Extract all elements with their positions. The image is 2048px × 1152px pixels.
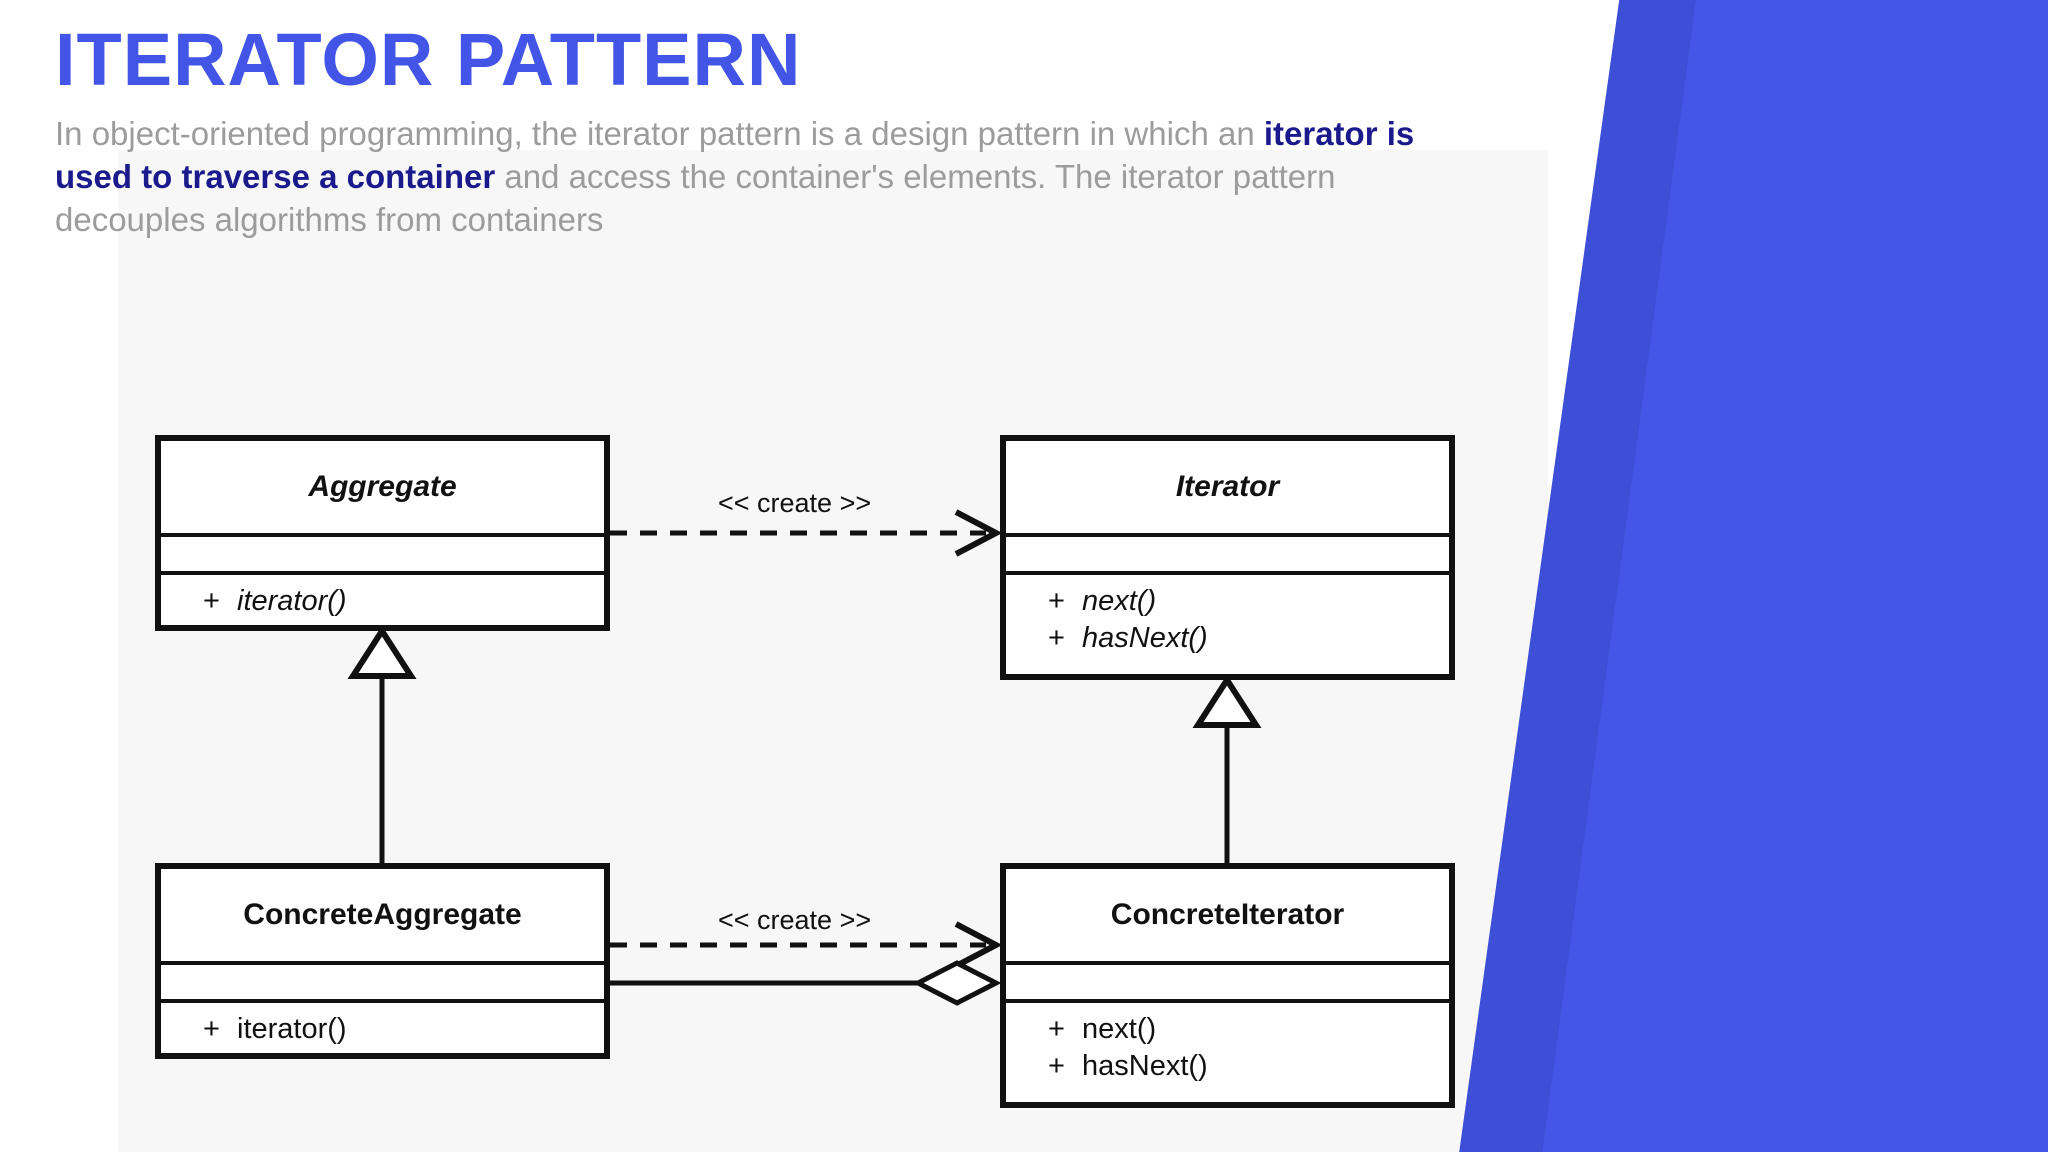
uml-operations-aggregate: + iterator(): [161, 571, 604, 627]
hollow-diamond-icon: [912, 960, 1002, 1006]
visibility-marker: +: [1048, 585, 1065, 617]
paragraph-segment-1: In object-oriented programming, the iter…: [55, 114, 1264, 152]
uml-operation-row: + hasNext(): [1006, 1048, 1449, 1085]
uml-class-name-aggregate: Aggregate: [308, 470, 457, 503]
uml-class-name-iterator: Iterator: [1175, 470, 1280, 503]
uml-class-concrete-aggregate[interactable]: ConcreteAggregate + iterator(): [155, 863, 610, 1059]
uml-operations-concrete-aggregate: + iterator(): [161, 999, 604, 1055]
hollow-triangle-icon-iterator: [1192, 674, 1262, 728]
dependency-label-create-bottom: << create >>: [718, 905, 872, 935]
intro-paragraph: In object-oriented programming, the iter…: [55, 113, 1435, 242]
uml-class-name-concrete-aggregate: ConcreteAggregate: [243, 898, 522, 931]
connector-generalization-aggregate: [347, 625, 417, 863]
open-arrowhead-bottom: [954, 921, 1003, 969]
uml-attributes-concrete-iterator: [1006, 961, 1449, 999]
uml-operation-row: + iterator(): [161, 1011, 604, 1048]
uml-attributes-aggregate: [161, 533, 604, 571]
open-arrowhead-top: [954, 509, 1003, 557]
uml-attributes-concrete-aggregate: [161, 961, 604, 999]
page-title: ITERATOR PATTERN: [55, 18, 802, 101]
dependency-label-create-top: << create >>: [718, 488, 872, 518]
uml-operation-row: + next(): [1006, 1011, 1449, 1048]
paragraph-segment-2: and access the container's elements. The…: [55, 157, 1336, 238]
connector-create-top: [610, 509, 1003, 557]
uml-class-name-concrete-iterator: ConcreteIterator: [1110, 898, 1345, 931]
visibility-marker: +: [1048, 622, 1065, 654]
uml-operation-row: + hasNext(): [1006, 620, 1449, 657]
operation-signature: next(): [1082, 585, 1157, 617]
operation-signature: next(): [1082, 1013, 1157, 1045]
uml-operation-row: + next(): [1006, 583, 1449, 620]
visibility-marker: +: [203, 1013, 220, 1045]
paragraph-highlight: iterator is used to traverse a container: [55, 114, 1415, 195]
operation-signature: iterator(): [237, 585, 347, 617]
connector-aggregation: [610, 960, 1002, 1006]
uml-class-aggregate[interactable]: Aggregate + iterator(): [155, 435, 610, 631]
operation-signature: hasNext(): [1082, 1050, 1208, 1082]
uml-operation-row: + iterator(): [161, 583, 604, 620]
connector-generalization-iterator: [1192, 674, 1262, 863]
uml-class-iterator[interactable]: Iterator + next() + hasNext(): [1000, 435, 1455, 680]
visibility-marker: +: [1048, 1050, 1065, 1082]
visibility-marker: +: [203, 585, 220, 617]
uml-attributes-iterator: [1006, 533, 1449, 571]
operation-signature: iterator(): [237, 1013, 347, 1045]
operation-signature: hasNext(): [1082, 622, 1208, 654]
uml-operations-iterator: + next() + hasNext(): [1006, 571, 1449, 676]
hollow-triangle-icon-aggregate: [347, 625, 417, 679]
uml-class-concrete-iterator[interactable]: ConcreteIterator + next() + hasNext(): [1000, 863, 1455, 1108]
connector-create-bottom: [610, 921, 1003, 969]
visibility-marker: +: [1048, 1013, 1065, 1045]
uml-operations-concrete-iterator: + next() + hasNext(): [1006, 999, 1449, 1104]
header: ITERATOR PATTERN In object-oriented prog…: [55, 18, 1475, 242]
